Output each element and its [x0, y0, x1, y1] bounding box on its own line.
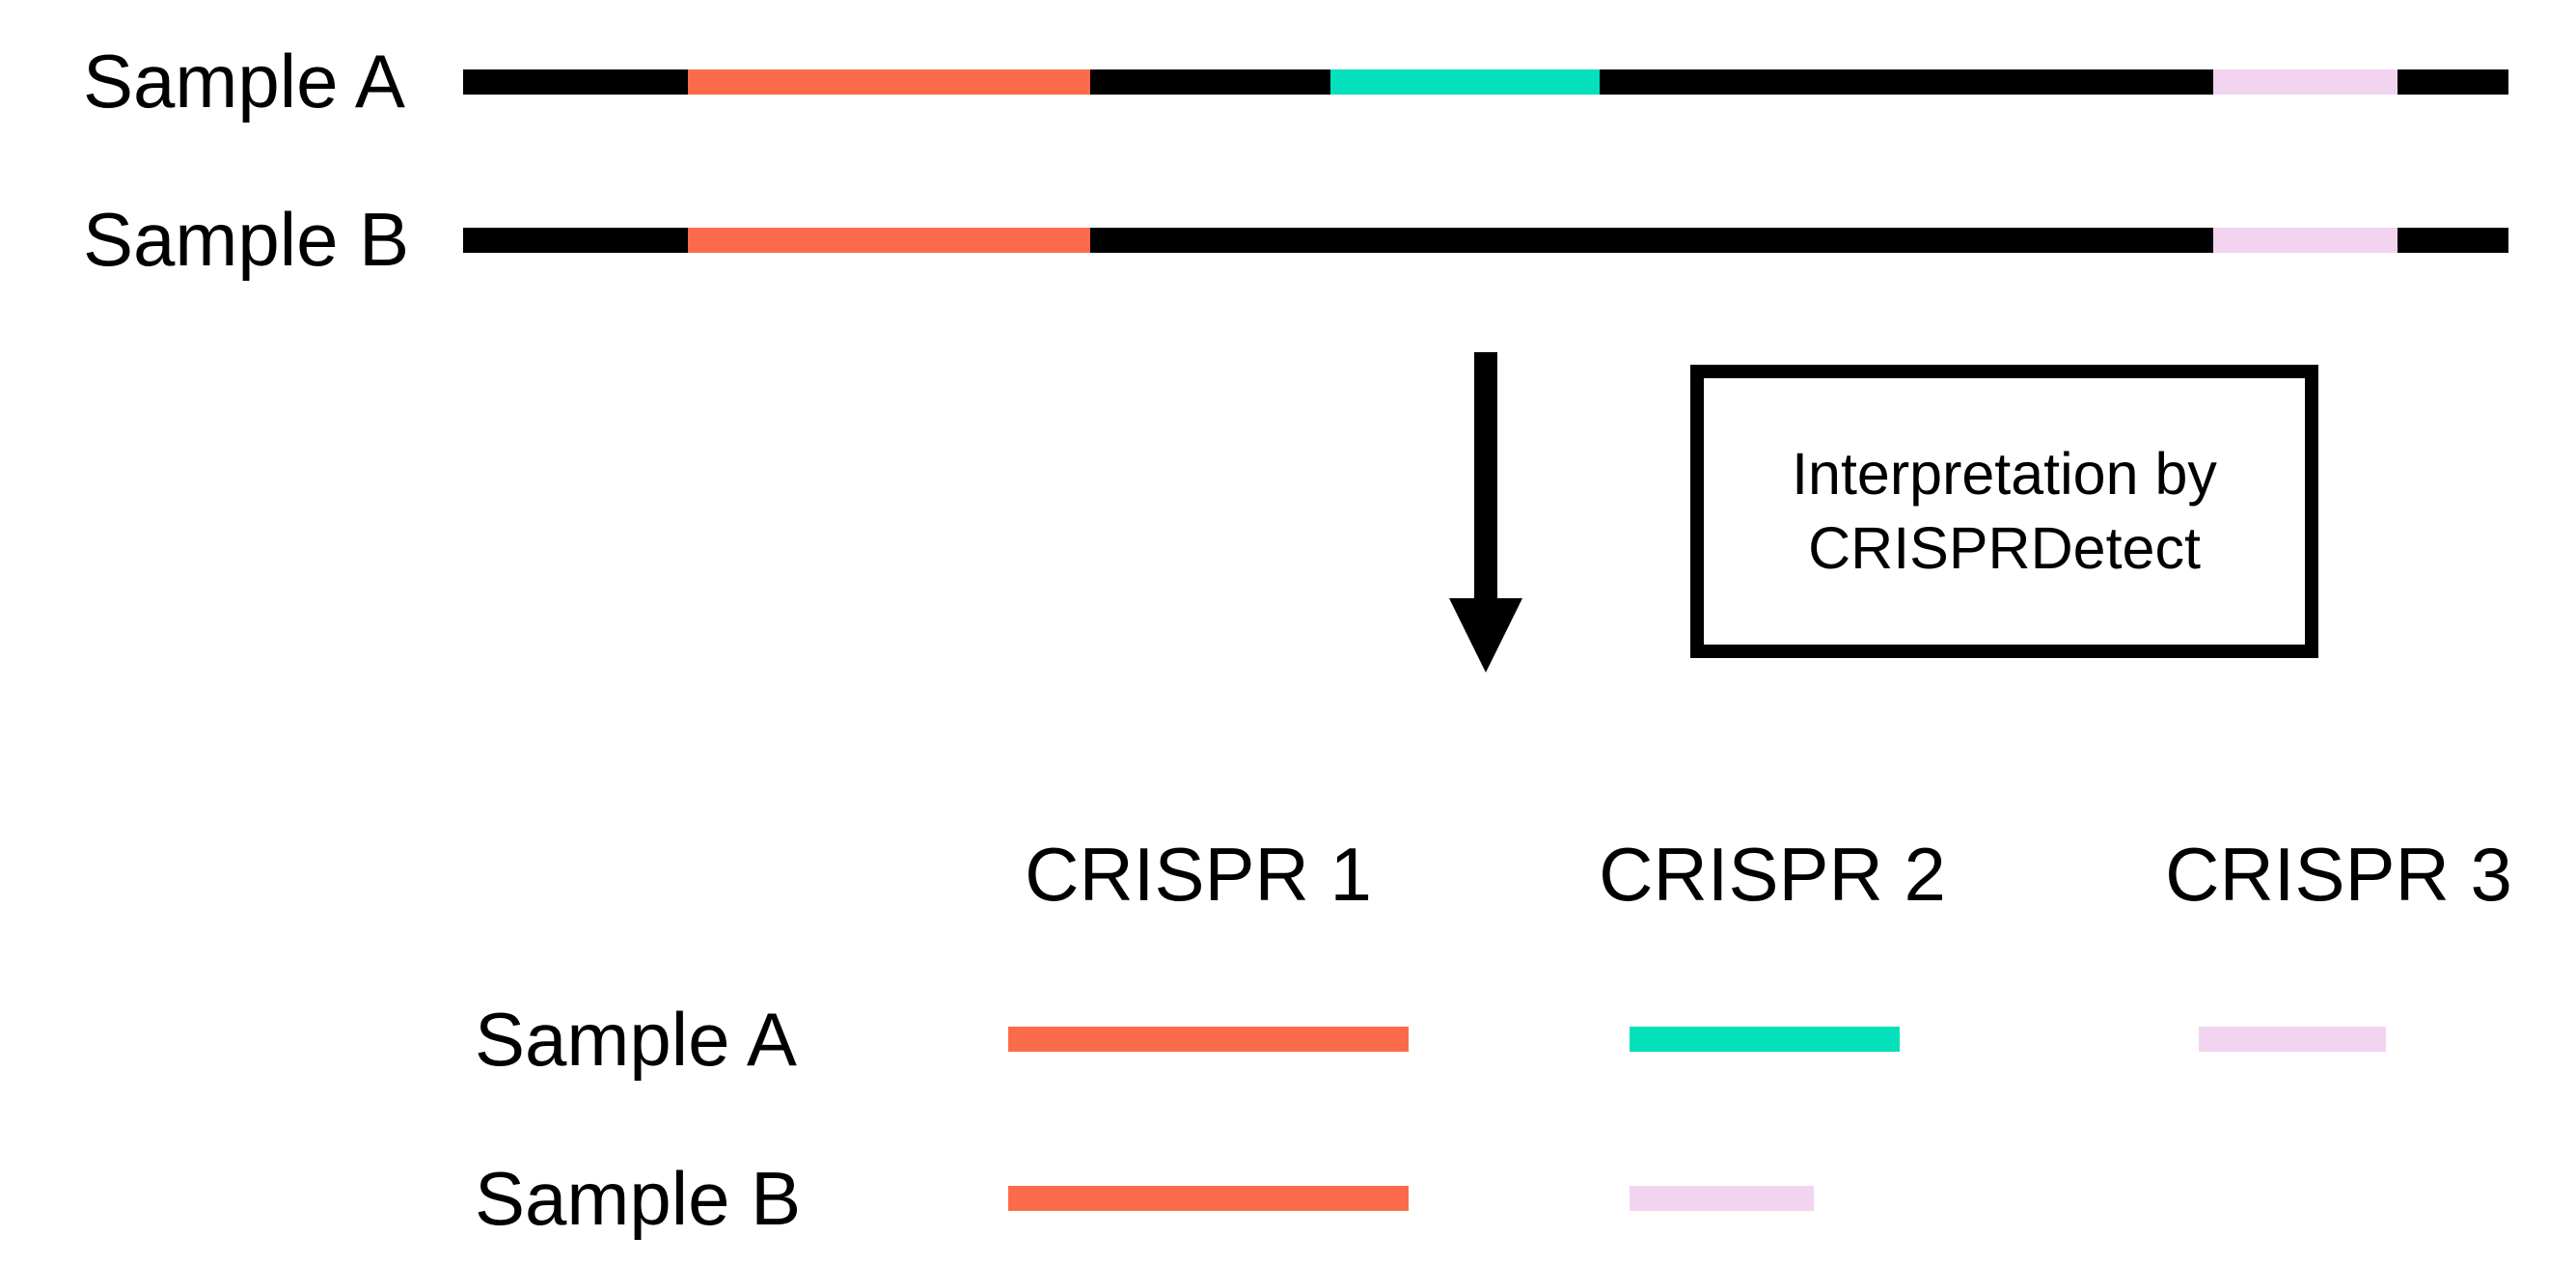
genome-segment [463, 69, 688, 95]
top-sample-a-label: Sample A [83, 39, 405, 124]
result-sample-a-label: Sample A [475, 997, 797, 1082]
genome-segment [1090, 228, 2213, 253]
genome-segment [2398, 69, 2508, 95]
genome-segment [1600, 69, 2213, 95]
crispr-locus-segment [2199, 1027, 2386, 1052]
column-header-crispr-3: CRISPR 3 [2165, 832, 2512, 917]
crispr-locus-segment [1630, 1186, 1814, 1211]
result-row-sample-a [0, 1027, 2576, 1052]
crispr-locus-segment [1008, 1186, 1409, 1211]
column-header-crispr-1: CRISPR 1 [1025, 832, 1372, 917]
genome-segment [688, 69, 1090, 95]
interpretation-box-line1: Interpretation by [1792, 441, 2217, 507]
genome-segment [2213, 228, 2398, 253]
result-row-sample-b [0, 1186, 2576, 1211]
sample-a-genome-bar [463, 69, 2508, 95]
crispr-locus-segment [1008, 1027, 1409, 1052]
interpretation-box: Interpretation by CRISPRDetect [1690, 365, 2318, 658]
down-arrow-shaft [1474, 352, 1497, 601]
genome-segment [1330, 69, 1600, 95]
genome-segment [2398, 228, 2508, 253]
column-header-crispr-2: CRISPR 2 [1599, 832, 1946, 917]
genome-segment [463, 228, 688, 253]
interpretation-box-line2: CRISPRDetect [1808, 515, 2201, 581]
top-sample-b-label: Sample B [83, 197, 410, 282]
genome-segment [1090, 69, 1330, 95]
sample-b-genome-bar [463, 228, 2508, 253]
down-arrow-icon [1449, 598, 1522, 673]
crispr-locus-segment [1630, 1027, 1900, 1052]
genome-segment [688, 228, 1090, 253]
result-sample-b-label: Sample B [475, 1156, 802, 1241]
genome-segment [2213, 69, 2398, 95]
